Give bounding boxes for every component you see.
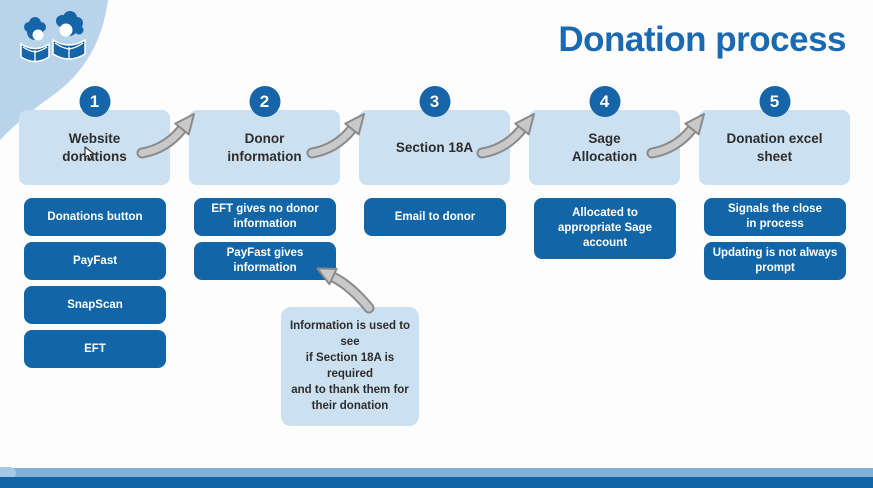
note-box: Information is used to see if Section 18… bbox=[281, 307, 419, 426]
children-reading-logo-icon bbox=[20, 11, 86, 63]
substep-payfast-gives-info: PayFast gives information bbox=[194, 242, 336, 280]
arrow-step4-to-step5-icon bbox=[646, 113, 705, 159]
step-number-badge: 5 bbox=[759, 86, 790, 117]
substep-snapscan: SnapScan bbox=[24, 286, 166, 324]
substep-allocated-sage-account: Allocated to appropriate Sage account bbox=[534, 198, 676, 259]
substep-eft: EFT bbox=[24, 330, 166, 368]
step-number-badge: 3 bbox=[419, 86, 450, 117]
substep-donations-button: Donations button bbox=[24, 198, 166, 236]
arrow-step3-to-step4-icon bbox=[476, 113, 535, 159]
step-substeps: Allocated to appropriate Sage account bbox=[534, 198, 676, 259]
cursor-icon bbox=[84, 146, 95, 161]
arrow-step1-to-step2-icon bbox=[136, 113, 195, 159]
substep-payfast: PayFast bbox=[24, 242, 166, 280]
step-title-box: Website donations bbox=[19, 110, 170, 185]
step-substeps: Signals the close in process Updating is… bbox=[704, 198, 846, 280]
arrow-step2-to-step3-icon bbox=[306, 113, 365, 159]
step-substeps: Email to donor bbox=[364, 198, 506, 236]
corner-decoration bbox=[0, 0, 108, 140]
footer-stripe-light bbox=[0, 468, 873, 477]
step-title-box: Donation excel sheet bbox=[699, 110, 850, 185]
footer-stripe-dark bbox=[0, 477, 873, 488]
step-number-badge: 2 bbox=[249, 86, 280, 117]
step-number-badge: 1 bbox=[79, 86, 110, 117]
substep-signals-close: Signals the close in process bbox=[704, 198, 846, 236]
step-substeps: Donations button PayFast SnapScan EFT bbox=[24, 198, 166, 368]
footer-stripe-cap bbox=[0, 467, 16, 479]
substep-updating-not-prompt: Updating is not always prompt bbox=[704, 242, 846, 280]
substep-eft-no-donor-info: EFT gives no donor information bbox=[194, 198, 336, 236]
slide-title: Donation process bbox=[558, 20, 846, 59]
arrow-note-to-payfast-icon bbox=[316, 267, 375, 314]
step-number-badge: 4 bbox=[589, 86, 620, 117]
substep-email-to-donor: Email to donor bbox=[364, 198, 506, 236]
step-substeps: EFT gives no donor information PayFast g… bbox=[194, 198, 336, 280]
